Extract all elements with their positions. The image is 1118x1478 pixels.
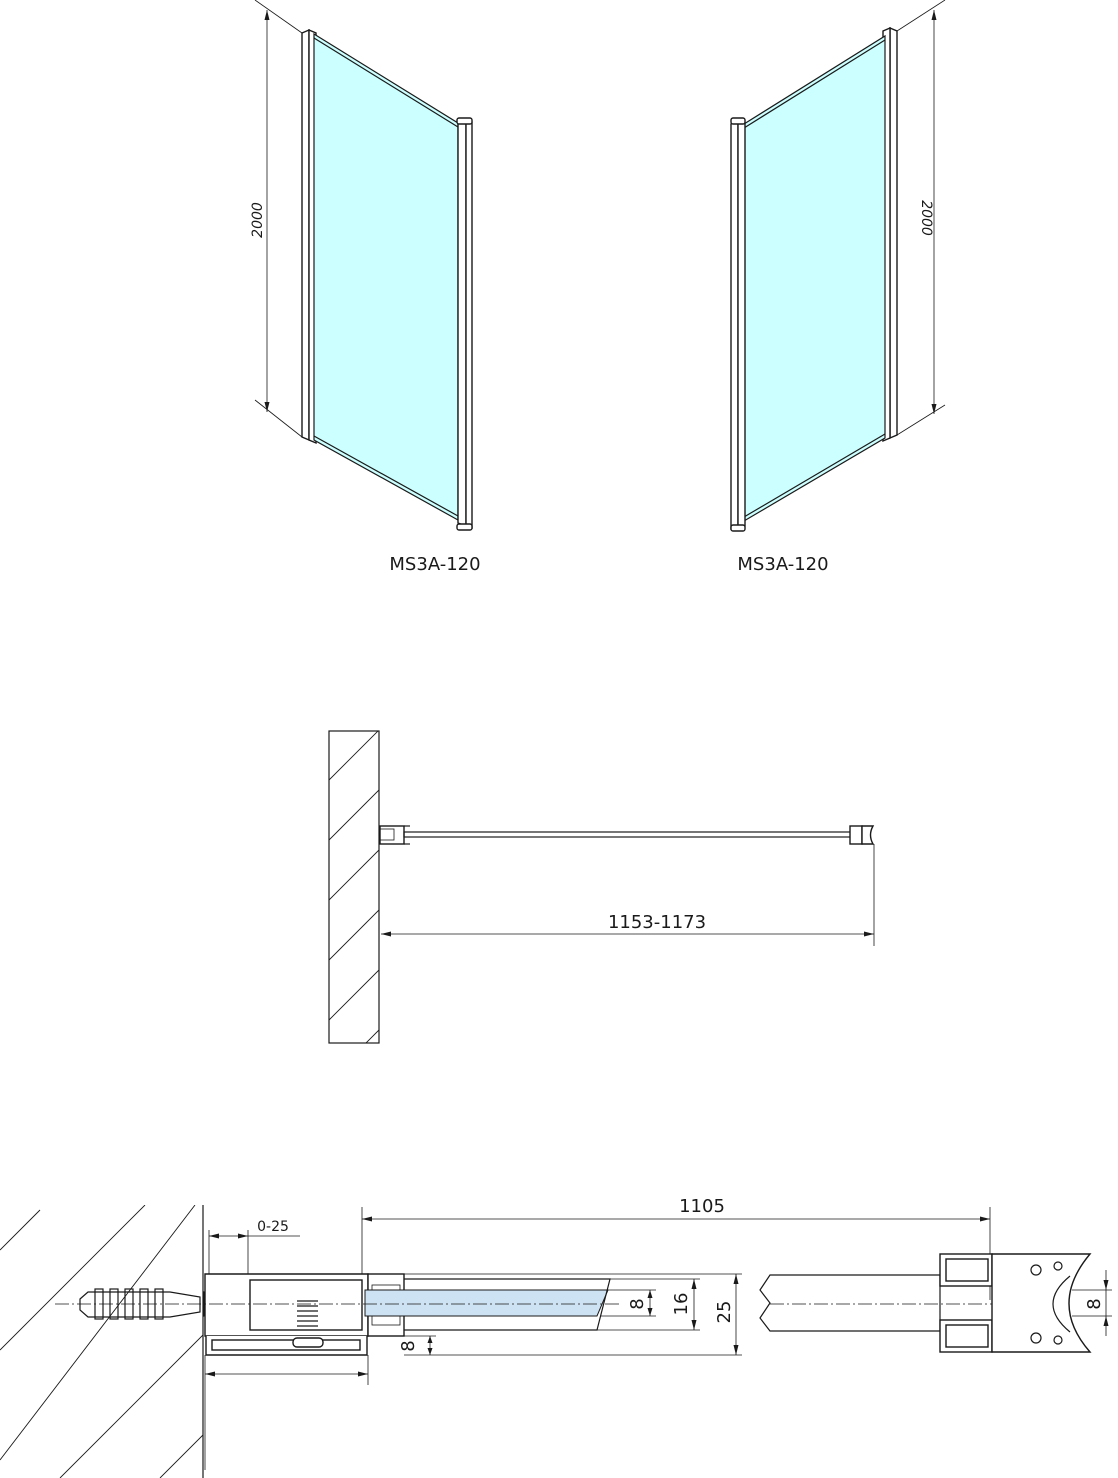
left-panel-elevation: 2000 MS3A-120 xyxy=(250,0,481,575)
left-panel-front-profile xyxy=(457,117,467,528)
section-end-glass xyxy=(759,1274,941,1332)
section-adjust-dim: 0-25 xyxy=(257,1219,289,1235)
section-wall-hatch xyxy=(0,1205,203,1478)
left-model-label: MS3A-120 xyxy=(389,554,480,575)
section-screw xyxy=(292,1300,324,1348)
right-panel-glass xyxy=(743,34,886,523)
right-panel-front-profile xyxy=(730,119,739,530)
plan-wall xyxy=(328,730,380,1044)
section-profile-outer-dim: 25 xyxy=(714,1301,735,1324)
plan-wall-hatch xyxy=(329,731,379,1043)
plan-width-dim: 1153-1173 xyxy=(608,912,706,933)
left-panel-glass xyxy=(313,32,459,522)
left-height-dim: 2000 xyxy=(250,202,266,238)
section-length-dim: 1105 xyxy=(679,1196,725,1217)
plan-end-profile xyxy=(849,825,863,845)
plan-glass xyxy=(403,831,853,838)
section-glass-dim: 8 xyxy=(627,1298,648,1309)
section-end-glass-dim: 8 xyxy=(1084,1298,1105,1309)
section-detail: 0-25 1105 8 16 25 8 xyxy=(0,1196,1112,1478)
section-profile-inner-dim: 16 xyxy=(671,1293,692,1316)
right-model-label: MS3A-120 xyxy=(737,554,828,575)
left-panel-wall-profile xyxy=(301,28,310,442)
section-bottom-offset-dim: 8 xyxy=(398,1340,419,1351)
right-panel-wall-profile xyxy=(889,26,898,440)
right-panel-elevation: 2000 MS3A-120 xyxy=(730,0,946,575)
right-height-dim: 2000 xyxy=(918,200,934,236)
section-glass xyxy=(364,1289,609,1317)
plan-view: 1153-1173 xyxy=(328,730,875,1044)
